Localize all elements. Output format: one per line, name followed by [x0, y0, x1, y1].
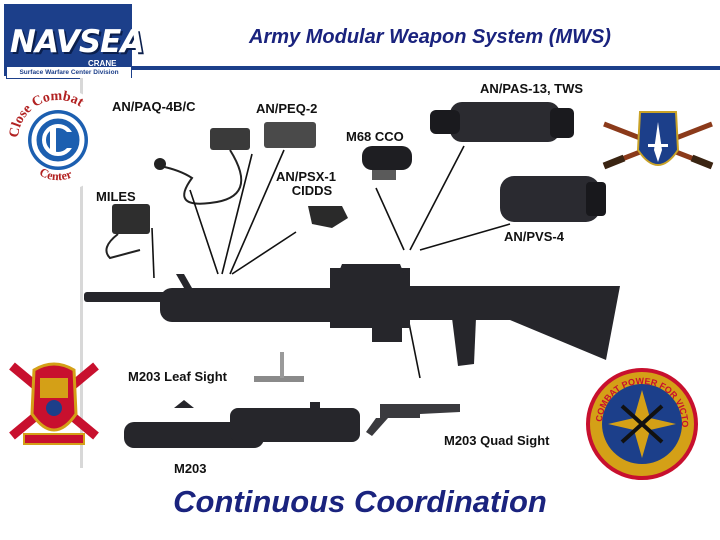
m16-rifle: [84, 264, 620, 366]
ccac-ring-text-bottom: Center: [37, 165, 74, 183]
tagline: Continuous Coordination: [173, 484, 547, 519]
label-an-paq-4bc: AN/PAQ-4B/C: [112, 99, 196, 114]
an-pvs-4-device: [500, 176, 606, 222]
label-an-psx-1: AN/PSX-1 CIDDS: [276, 170, 336, 198]
navsea-logo-text: NAVSEA: [10, 24, 144, 60]
m203-leaf-sight-device: [254, 352, 304, 382]
navsea-logo: NAVSEA CRANE: [4, 4, 144, 76]
m203-quad-sight-device: [366, 404, 460, 436]
label-m68-cco: M68 CCO: [346, 129, 404, 144]
label-an-psx-1-line2: CIDDS: [291, 183, 333, 198]
an-paq-4bc-device: [154, 128, 250, 205]
ccac-emblem: Close Combat Center: [6, 88, 110, 192]
navsea-division-label: Surface Warfare Center Division: [6, 66, 132, 79]
combat-power-emblem: COMBAT POWER FOR VICTORY: [584, 366, 698, 480]
m68-cco-device: [362, 146, 412, 180]
miles-device: [105, 204, 150, 260]
an-psx-1-device: [308, 206, 348, 228]
svg-text:Center: Center: [37, 165, 74, 183]
label-an-pas-13: AN/PAS-13, TWS: [480, 81, 584, 96]
label-an-psx-1-line1: AN/PSX-1: [276, 169, 336, 184]
label-m203-quad-sight: M203 Quad Sight: [444, 433, 550, 448]
label-an-peq-2: AN/PEQ-2: [256, 101, 318, 116]
navsea-logo-sub: CRANE: [88, 59, 117, 68]
m203-launcher: [124, 400, 360, 448]
weapon-illustration: [84, 102, 620, 448]
an-pas-13-device: [430, 102, 574, 142]
label-an-pvs-4: AN/PVS-4: [504, 229, 564, 244]
branch-insignia-emblem: [602, 111, 714, 170]
page-title: Army Modular Weapon System (MWS): [249, 26, 611, 48]
label-m203-leaf-sight: M203 Leaf Sight: [128, 369, 227, 384]
ordnance-shield-emblem: [9, 362, 99, 445]
an-peq-2-device: [264, 122, 316, 148]
label-m203: M203: [174, 461, 207, 476]
header-divider: [132, 66, 720, 70]
label-miles: MILES: [96, 189, 136, 204]
